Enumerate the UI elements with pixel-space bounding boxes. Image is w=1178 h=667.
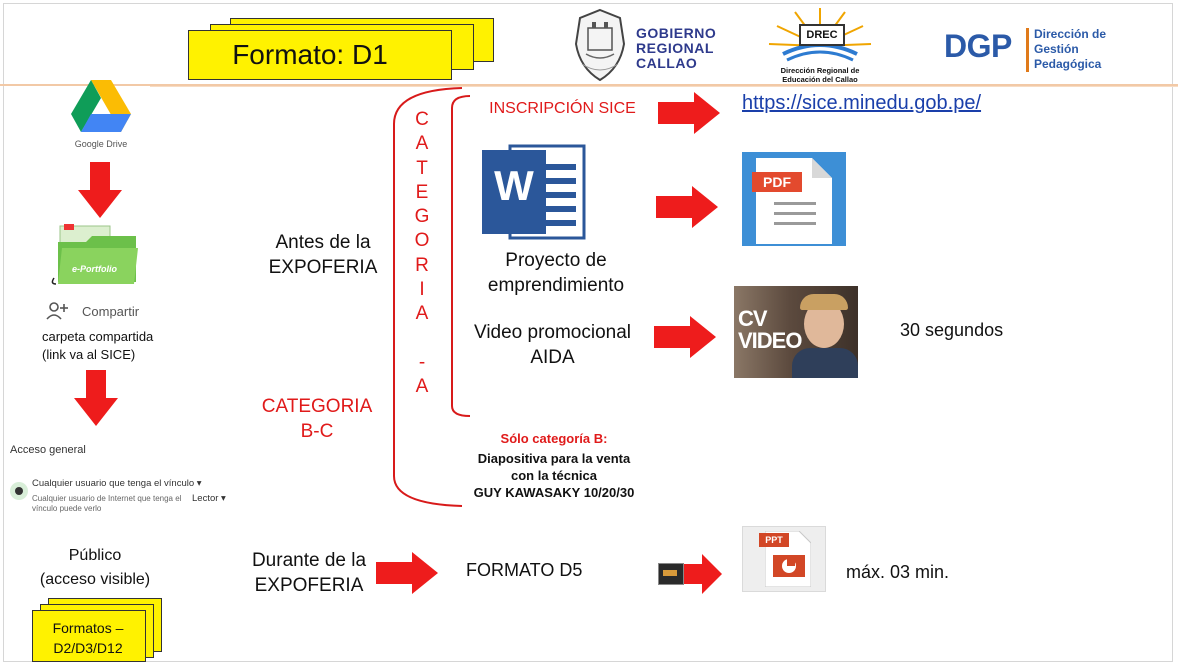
drec-logo: DREC Dirección Regional de Educación del…	[765, 6, 875, 84]
dgp-logo: DGP Dirección de Gestión Pedagógica	[944, 26, 1114, 78]
before-line-1: Antes de la	[275, 232, 371, 253]
pdf-file-icon: PDF	[742, 152, 846, 246]
video-line-2: AIDA	[530, 347, 575, 368]
project-line-2: emprendimiento	[487, 275, 625, 296]
access-description: Cualquier usuario de Internet que tenga …	[32, 494, 182, 513]
category-letter: E	[415, 181, 429, 203]
before-line-2: EXPOFERIA	[268, 257, 378, 278]
slide-frame	[3, 3, 1173, 662]
dgp-caption-3: Pedagógica	[1034, 57, 1102, 71]
formats-line-2: D2/D3/D12	[53, 640, 123, 656]
dgp-abbr: DGP	[944, 28, 1012, 64]
category-bracket-inner	[451, 95, 471, 417]
drec-caption-1: Dirección Regional de	[780, 66, 860, 75]
google-drive-label: Google Drive	[74, 139, 128, 149]
chevron-down-icon: ▾	[221, 493, 226, 504]
google-drive-icon	[71, 80, 131, 132]
pdf-label: PDF	[752, 172, 802, 192]
access-panel: Acceso general Cualquier usuario que ten…	[10, 444, 235, 540]
drec-caption-2: Educación del Callao	[782, 75, 858, 84]
category-bc-line-2: B-C	[300, 421, 334, 442]
globe-icon	[10, 482, 28, 500]
category-letter: G	[414, 206, 430, 228]
category-letter: A	[415, 133, 429, 155]
right-arrow-icon	[656, 186, 718, 228]
role-label: Lector	[192, 493, 219, 504]
google-drive-logo: Google Drive	[66, 80, 136, 150]
folder-icon	[51, 224, 138, 285]
gobierno-regional-logo: GOBIERNO REGIONAL CALLAO	[570, 8, 716, 84]
project-line-1: Proyecto de	[505, 250, 607, 271]
word-document-icon: W	[482, 140, 588, 242]
cv-label-1: CV	[738, 306, 768, 331]
dgp-caption-2: Gestión	[1034, 42, 1079, 56]
share-label: Compartir	[82, 303, 140, 319]
category-letter: A	[415, 303, 429, 325]
seconds-label: 30 segundos	[900, 320, 1004, 340]
right-arrow-icon	[654, 316, 716, 358]
shared-folder-line-1: carpeta compartida	[42, 329, 154, 344]
access-option-select[interactable]: Cualquier usuario que tenga el vínculo ▾	[32, 478, 202, 489]
dgp-caption-1: Dirección de	[1034, 27, 1107, 41]
category-letter: I	[419, 279, 425, 301]
formats-line-1: Formatos –	[52, 620, 124, 636]
public-line-1: Público	[68, 547, 122, 564]
during-line-2: EXPOFERIA	[254, 575, 364, 596]
chevron-down-icon: ▾	[196, 478, 202, 489]
cv-video-thumbnail: CV VIDEO	[734, 286, 858, 378]
role-select[interactable]: Lector ▾	[192, 493, 226, 504]
slide-line-1: Diapositiva para la venta	[477, 451, 631, 466]
max-time-label: máx. 03 min.	[846, 562, 950, 582]
dgp-divider	[1026, 28, 1029, 72]
document-icon	[756, 158, 832, 244]
word-icon	[482, 144, 586, 240]
category-letter	[410, 327, 434, 351]
gob-line-2: REGIONAL	[636, 40, 714, 56]
video-line-1: Video promocional	[473, 322, 632, 343]
sice-link[interactable]: https://sice.minedu.gob.pe/	[742, 92, 982, 114]
access-option-label: Cualquier usuario que tenga el vínculo	[32, 478, 195, 489]
header-rule	[0, 84, 1178, 86]
formats-note-front	[32, 610, 146, 662]
cv-label-2: VIDEO	[738, 328, 802, 353]
shared-folder-line-2: (link va al SICE)	[42, 347, 136, 362]
solo-b-label: Sólo categoría B:	[500, 431, 608, 446]
ppt-file-icon: PPT	[742, 526, 826, 592]
video-thumbnail-small	[658, 563, 684, 585]
category-letter: A	[415, 375, 429, 397]
gob-line-1: GOBIERNO	[636, 25, 717, 41]
down-arrow-icon	[74, 370, 118, 426]
ppt-label: PPT	[759, 533, 789, 547]
share-button[interactable]: Compartir	[46, 300, 156, 322]
right-arrow-icon	[658, 92, 720, 134]
add-person-icon	[46, 302, 68, 320]
word-letter: W	[494, 162, 534, 209]
during-line-1: Durante de la	[251, 550, 367, 571]
public-line-2: (acceso visible)	[39, 571, 151, 588]
eportfolio-folder: e-Portfolio	[50, 222, 142, 288]
inscripcion-label: INSCRIPCIÓN SICE	[489, 100, 636, 117]
category-letter: -	[418, 351, 426, 373]
access-title: Acceso general	[10, 444, 86, 456]
title-note-front	[188, 30, 452, 80]
right-arrow-icon	[376, 552, 438, 594]
category-letter: C	[415, 109, 429, 130]
gob-line-3: CALLAO	[636, 55, 698, 71]
right-arrow-icon	[684, 554, 722, 594]
slide-line-2: con la técnica	[511, 468, 597, 483]
eportfolio-label: e-Portfolio	[72, 264, 117, 274]
category-bracket-outer	[393, 87, 463, 507]
page-title: Formato: D1	[232, 39, 388, 70]
drec-badge: DREC	[799, 24, 845, 46]
header-rule-secondary	[150, 86, 1178, 87]
slide-line-3: GUY KAWASAKY 10/20/30	[473, 485, 635, 500]
category-letter: R	[415, 254, 429, 276]
callao-shield-icon	[574, 8, 626, 82]
category-bc-line-1: CATEGORIA	[261, 396, 373, 417]
formato-d5-label: FORMATO D5	[466, 560, 583, 580]
category-letter: O	[414, 230, 430, 252]
category-letter: T	[416, 157, 428, 179]
down-arrow-icon	[78, 162, 122, 218]
